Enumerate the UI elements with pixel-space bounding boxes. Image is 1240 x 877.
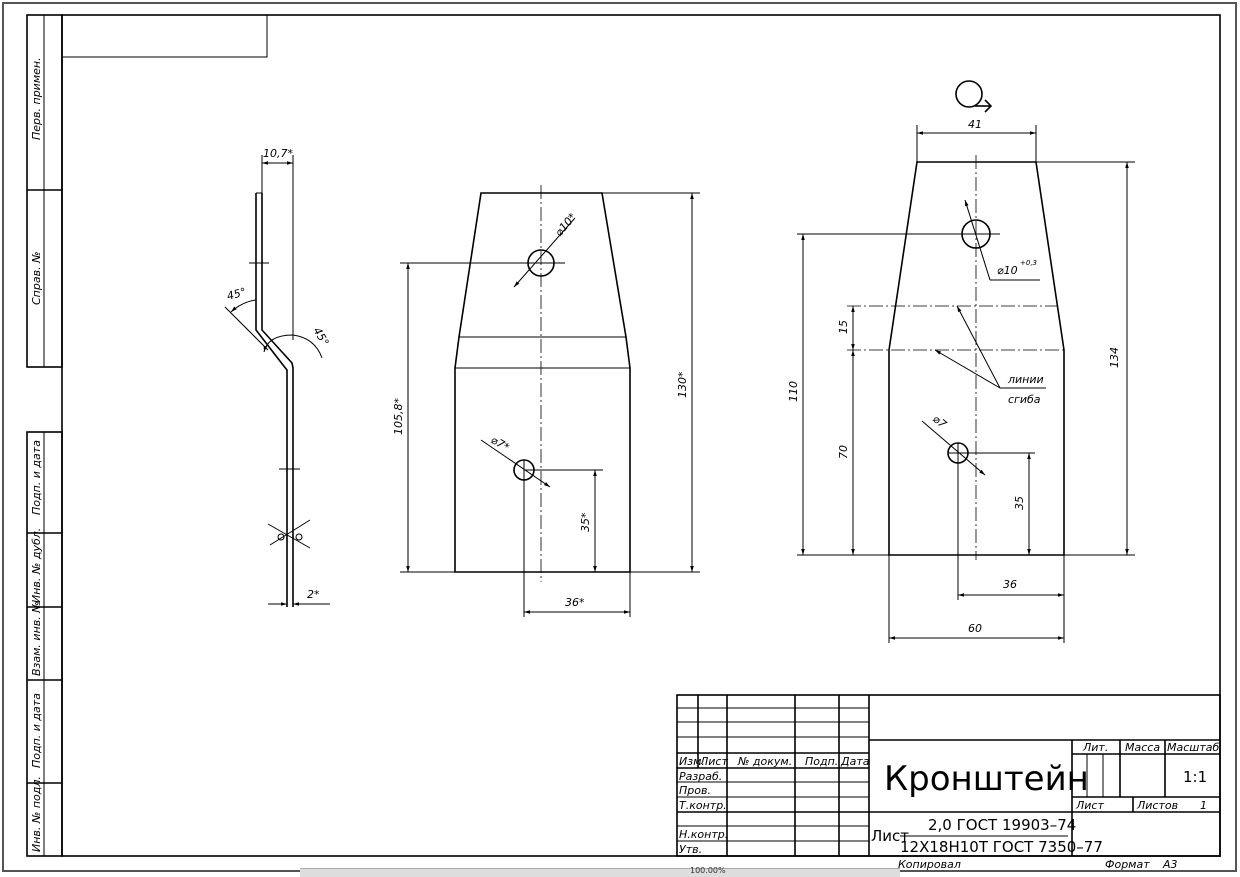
header-doc: № докум. bbox=[737, 755, 792, 768]
sheets-label: Листов bbox=[1136, 799, 1178, 812]
hole-small-label: ⌀7 bbox=[930, 412, 949, 431]
dim-total-height-label: 130* bbox=[676, 371, 689, 398]
dim-70-label: 70 bbox=[837, 445, 850, 459]
side-label: Инв. № дубл. bbox=[30, 528, 43, 603]
side-stamp-labels: Перв. примен. Справ. № Подп. и дата Инв.… bbox=[30, 57, 43, 852]
sheet-frame bbox=[26, 14, 1221, 857]
row-developer: Разраб. bbox=[679, 770, 722, 783]
format-value: А3 bbox=[1162, 858, 1178, 871]
status-bar: 100.00% bbox=[300, 866, 900, 877]
side-label: Подп. и дата bbox=[30, 440, 43, 515]
side-label: Справ. № bbox=[30, 251, 43, 305]
sheet-label: Лист bbox=[1075, 799, 1104, 812]
dim-110-label: 110 bbox=[787, 381, 800, 402]
dim-15-label: 15 bbox=[837, 320, 850, 334]
row-checker: Пров. bbox=[679, 784, 711, 797]
dim-width-label: 10,7* bbox=[263, 147, 293, 160]
zoom-level[interactable]: 100.00% bbox=[690, 866, 726, 875]
side-view: 10,7* 45° 45° 2* bbox=[224, 147, 331, 607]
bend-note-line1: линии bbox=[1007, 373, 1044, 386]
dim-top-width-label: 41 bbox=[968, 118, 982, 131]
lit-label: Лит. bbox=[1082, 741, 1108, 754]
part-name: Кронштейн bbox=[884, 759, 1089, 799]
side-label: Подп. и дата bbox=[30, 693, 43, 768]
hole-big-label: ⌀10 bbox=[997, 264, 1018, 277]
row-norm-control: Н.контр. bbox=[679, 828, 728, 841]
sheets-value: 1 bbox=[1200, 799, 1207, 812]
dim-134-label: 134 bbox=[1108, 347, 1121, 368]
dim-hole-height-label: 105,8* bbox=[392, 398, 405, 435]
mass-label: Масса bbox=[1125, 741, 1160, 754]
header-date: Дата bbox=[840, 755, 870, 768]
blank-view: ⌀10* ⌀7* 105,8* 130* 35* 36* bbox=[392, 185, 700, 617]
hole-big-tolerance: +0,3 bbox=[1020, 259, 1037, 267]
side-label: Взам. инв. № bbox=[30, 601, 43, 676]
dim-36-label: 36 bbox=[1003, 578, 1017, 591]
dim-small-hole-height-label: 35* bbox=[579, 512, 592, 532]
scale-value: 1:1 bbox=[1183, 768, 1207, 786]
side-label: Перв. примен. bbox=[30, 57, 43, 140]
format-label: Формат bbox=[1105, 858, 1150, 871]
side-label: Инв. № подл. bbox=[30, 776, 43, 852]
header-izm: Изм. bbox=[679, 755, 705, 768]
flat-pattern-view: 41 ⌀10 +0,3 134 110 15 70 линии сгиба ⌀7… bbox=[787, 80, 1135, 643]
hole-small-label: ⌀7* bbox=[489, 433, 512, 454]
hole-big-label: ⌀10* bbox=[552, 210, 579, 239]
dim-small-hole-offset-label: 36* bbox=[565, 596, 585, 609]
row-tech-control: Т.контр. bbox=[679, 799, 727, 812]
row-approved: Утв. bbox=[679, 843, 702, 856]
material-top: 2,0 ГОСТ 19903–74 bbox=[928, 816, 1076, 834]
material-prefix: Лист bbox=[871, 827, 909, 845]
angle-top-label: 45° bbox=[225, 285, 247, 303]
header-list: Лист bbox=[699, 755, 728, 768]
header-sign: Подп. bbox=[805, 755, 838, 768]
copied-label: Копировал bbox=[898, 858, 961, 871]
dim-60-label: 60 bbox=[968, 622, 982, 635]
scale-label: Масштаб bbox=[1167, 741, 1219, 754]
unfolded-symbol-icon bbox=[955, 80, 993, 113]
title-block: Изм. Лист № докум. Подп. Дата Разраб. Пр… bbox=[676, 694, 1221, 871]
material-bottom: 12Х18Н10Т ГОСТ 7350–77 bbox=[900, 838, 1103, 856]
bend-note-line2: сгиба bbox=[1008, 393, 1041, 406]
dim-thickness-label: 2* bbox=[307, 588, 320, 601]
dim-35-label: 35 bbox=[1013, 496, 1026, 510]
